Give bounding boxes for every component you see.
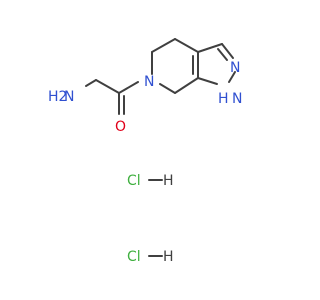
pyrazole-n2-label: N bbox=[230, 60, 240, 76]
bond-pyr-4 bbox=[197, 77, 218, 85]
structure-diagram: H2 N O N N H N Cl H Cl H bbox=[48, 38, 242, 265]
atom-labels: H2 N O N N H N bbox=[48, 60, 242, 135]
bond-ring-2 bbox=[151, 38, 176, 53]
bond-pyr-2-inner bbox=[217, 48, 228, 61]
salt-2: Cl H bbox=[127, 249, 174, 265]
bond-pyr-2 bbox=[221, 43, 234, 59]
bond-pyr-1 bbox=[197, 43, 223, 53]
pyrazole-n1-label: N bbox=[232, 91, 242, 107]
bond-ch2-co bbox=[95, 79, 120, 94]
bond-ring-5 bbox=[174, 77, 199, 94]
amine-h2-label: H2 bbox=[48, 89, 67, 105]
salt-2-cl-label: Cl bbox=[127, 249, 141, 265]
salt-2-h-label: H bbox=[163, 249, 174, 265]
pyrazole-h-label: H bbox=[218, 91, 229, 107]
bonds bbox=[85, 38, 236, 257]
ring-n-label: N bbox=[144, 74, 154, 90]
salt-1: Cl H bbox=[127, 173, 174, 189]
salt-1-cl-label: Cl bbox=[127, 173, 141, 189]
bond-ch2-nh2 bbox=[85, 79, 97, 87]
bond-co-ringn bbox=[118, 81, 139, 94]
bond-ring-3 bbox=[174, 38, 199, 53]
bond-ring-6 bbox=[159, 83, 176, 94]
bond-pyr-3 bbox=[228, 71, 236, 83]
salt-1-h-label: H bbox=[163, 173, 174, 189]
amine-n-label: N bbox=[64, 89, 74, 105]
carbonyl-o-label: O bbox=[115, 119, 126, 135]
